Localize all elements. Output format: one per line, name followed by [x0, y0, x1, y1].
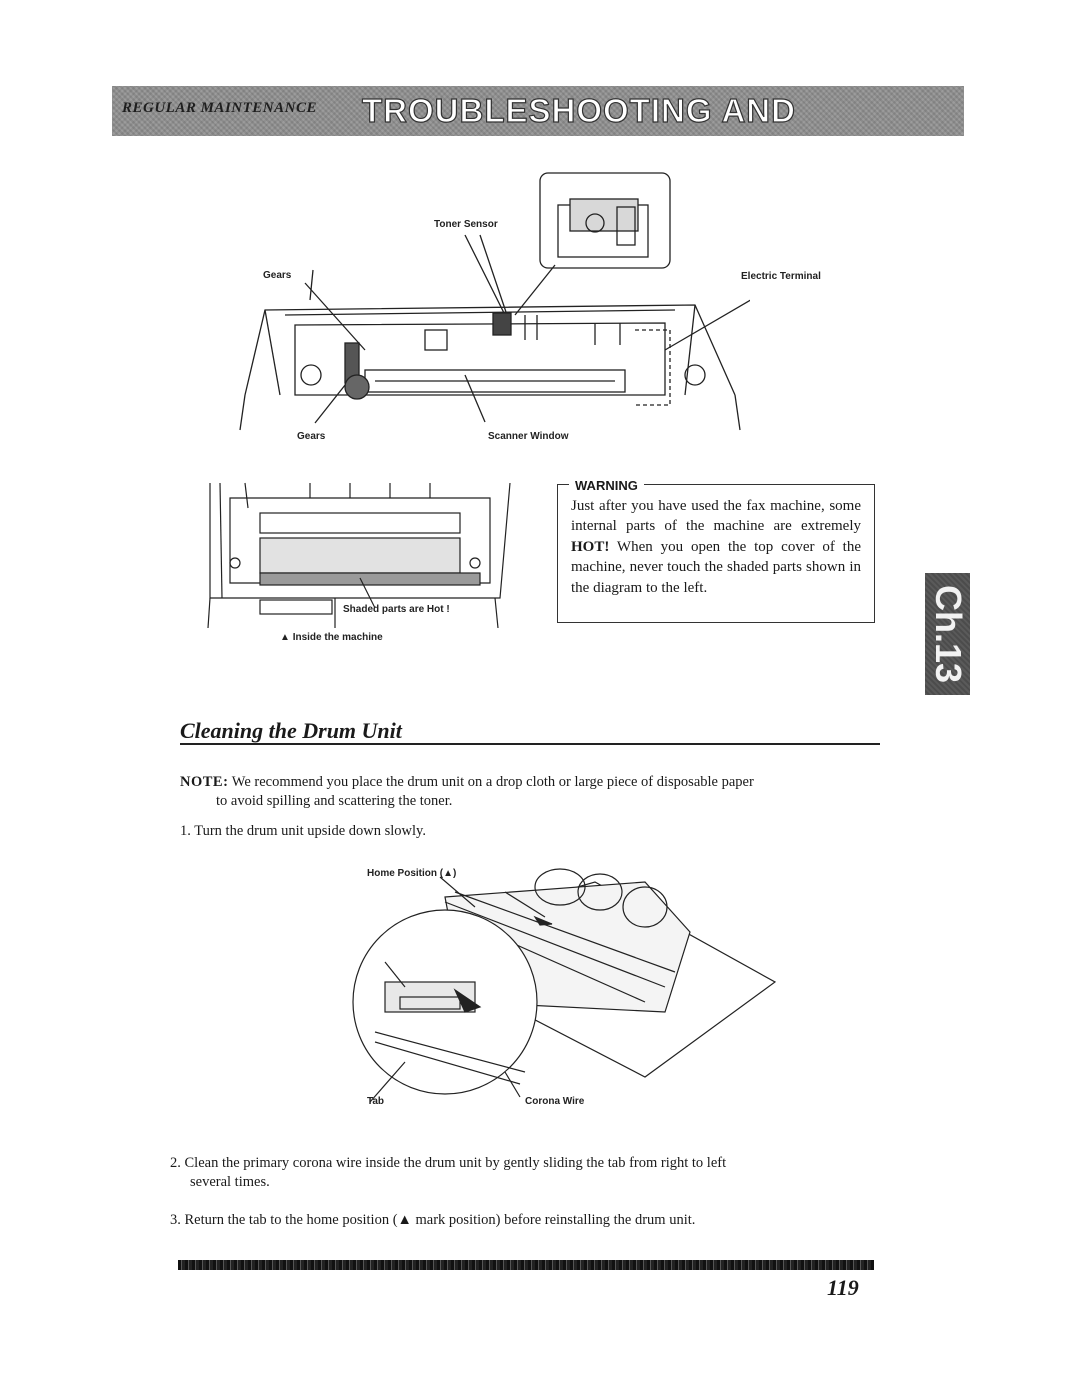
hot-parts-diagram: [200, 478, 520, 629]
label-gears-top: Gears: [263, 270, 292, 281]
machine-interior-drawing: [239, 172, 786, 431]
label-tab: Tab: [367, 1096, 385, 1107]
caption-inside-machine: ▲ Inside the machine: [280, 632, 383, 643]
hot-parts-drawing: [207, 482, 511, 629]
warning-hot-emphasis: HOT!: [571, 538, 610, 555]
label-electric-terminal: Electric Terminal: [741, 271, 821, 282]
label-shaded-hot: Shaded parts are Hot !: [343, 604, 450, 615]
note-paragraph: NOTE: We recommend you place the drum un…: [180, 773, 890, 811]
note-label: NOTE:: [180, 774, 229, 790]
note-line1: We recommend you place the drum unit on …: [231, 774, 754, 790]
note-line2: to avoid spilling and scattering the ton…: [216, 793, 453, 809]
warning-text: Just after you have used the fax machine…: [571, 496, 861, 598]
footer-bar: [178, 1260, 874, 1270]
triangle-marker-icon: ▲: [280, 632, 290, 643]
label-corona-wire: Corona Wire: [525, 1096, 585, 1107]
warning-box: [557, 484, 875, 623]
warning-title: WARNING: [569, 478, 644, 493]
chapter-tab-label: Ch.13: [927, 584, 969, 684]
warning-text-part2: When you open the top cover of the machi…: [571, 538, 861, 596]
step-2-line1: 2. Clean the primary corona wire inside …: [170, 1155, 727, 1171]
drum-unit-diagram: [345, 862, 800, 1117]
section-divider: [180, 743, 880, 745]
drum-unit-drawing: [352, 868, 777, 1103]
warning-text-part1: Just after you have used the fax machine…: [571, 498, 861, 535]
chapter-tab: Ch.13: [925, 573, 970, 695]
page-number: 119: [827, 1275, 859, 1300]
label-gears-bottom: Gears: [297, 431, 326, 442]
label-home-position: Home Position (▲): [367, 868, 457, 879]
machine-interior-diagram: [225, 165, 786, 455]
step-2: 2. Clean the primary corona wire inside …: [170, 1154, 890, 1192]
step-2-line2: several times.: [190, 1174, 270, 1190]
label-toner-sensor: Toner Sensor: [434, 219, 498, 230]
step-1: 1. Turn the drum unit upside down slowly…: [180, 823, 426, 839]
chapter-title: TROUBLESHOOTING AND REGULAR MAINTENANCE: [361, 91, 796, 136]
section-title: Cleaning the Drum Unit: [180, 718, 402, 743]
section-label: REGULAR MAINTENANCE: [122, 100, 317, 116]
chapter-header-banner: REGULAR MAINTENANCE TROUBLESHOOTING AND …: [112, 86, 964, 136]
label-scanner-window: Scanner Window: [488, 431, 569, 442]
step-3: 3. Return the tab to the home position (…: [170, 1212, 696, 1228]
caption-text: Inside the machine: [292, 632, 383, 643]
